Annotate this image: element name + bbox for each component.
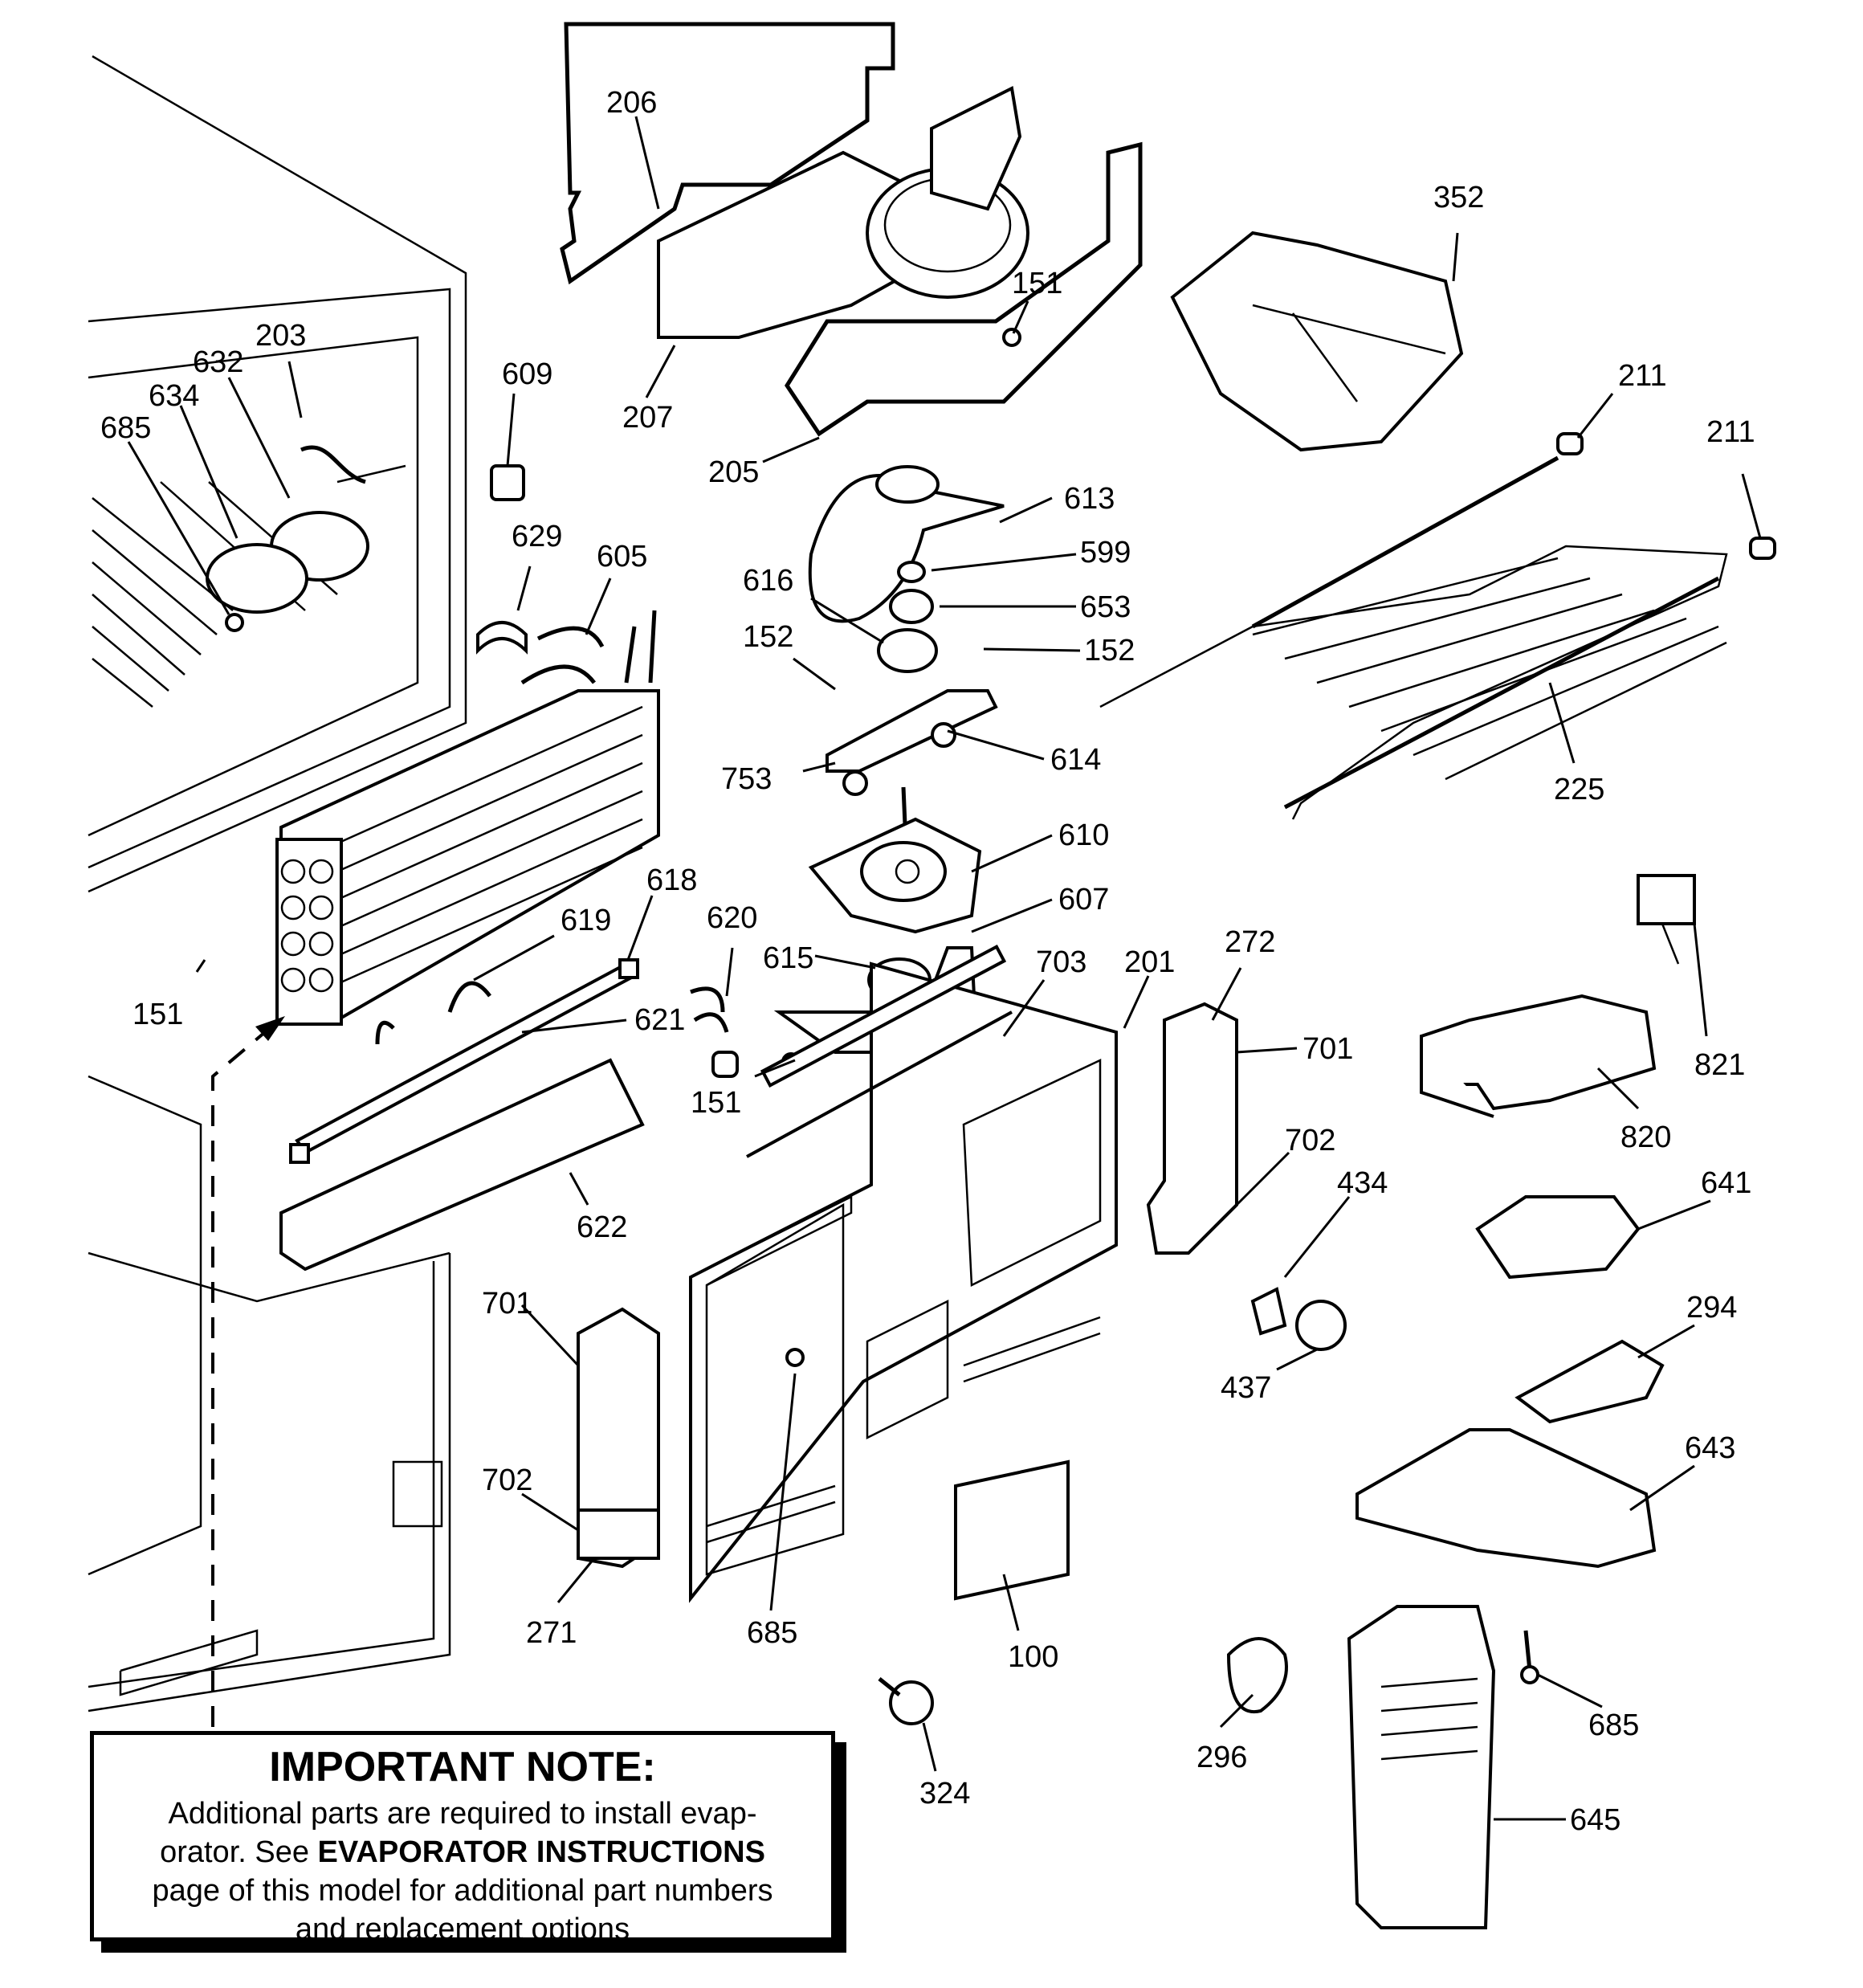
callout-820: 820 (1620, 1121, 1671, 1154)
callout-211: 211 (1706, 415, 1755, 449)
install-arrow (211, 1016, 285, 1727)
callout-605: 605 (597, 540, 647, 574)
callout-634: 634 (149, 379, 199, 413)
callout-151: 151 (132, 998, 183, 1031)
defrost-heater (279, 958, 645, 1272)
switch-and-tubes (476, 464, 605, 685)
callout-619: 619 (561, 904, 611, 937)
note-body: Additional parts are required to install… (94, 1794, 831, 1949)
ice-bucket (1170, 231, 1464, 452)
callout-151: 151 (1012, 267, 1062, 300)
callout-152: 152 (743, 620, 793, 654)
callout-753: 753 (721, 762, 772, 796)
callout-271: 271 (526, 1616, 577, 1650)
callout-434: 434 (1337, 1166, 1388, 1200)
callout-225: 225 (1554, 773, 1604, 806)
callout-614: 614 (1050, 743, 1101, 777)
callout-203: 203 (255, 319, 306, 353)
evaporator-cover (689, 945, 1118, 1603)
callout-621: 621 (634, 1003, 685, 1037)
note-title: IMPORTANT NOTE: (269, 1744, 656, 1790)
note-instructions-reference: EVAPORATOR INSTRUCTIONS (317, 1835, 765, 1869)
callout-labels: 206 207 205 151 352 211 211 609 203 632 … (100, 86, 1755, 1837)
callout-645: 645 (1570, 1803, 1620, 1837)
note-line-1: Additional parts are required to install… (168, 1797, 757, 1831)
wire-shelf (1099, 432, 1776, 820)
callout-599: 599 (1080, 536, 1131, 569)
callout-296: 296 (1196, 1741, 1247, 1774)
fan-shroud (560, 22, 1143, 437)
callout-821: 821 (1694, 1048, 1745, 1082)
callout-294: 294 (1686, 1291, 1737, 1325)
callout-685: 685 (100, 411, 151, 445)
callout-151: 151 (691, 1086, 741, 1120)
note-line-4: and replacement options (295, 1912, 630, 1946)
callout-613: 613 (1064, 482, 1115, 516)
callout-206: 206 (606, 86, 657, 120)
callout-615: 615 (763, 941, 813, 975)
callout-352: 352 (1433, 181, 1484, 214)
callout-205: 205 (708, 455, 759, 489)
callout-685: 685 (1588, 1708, 1639, 1742)
note-line-3: page of this model for additional part n… (152, 1874, 773, 1908)
callout-620: 620 (707, 901, 757, 935)
evaporator (275, 610, 660, 1026)
callout-618: 618 (646, 863, 697, 897)
callout-609: 609 (502, 357, 552, 391)
callout-701: 701 (1302, 1032, 1353, 1066)
leader-lines (127, 116, 1762, 1821)
callout-685: 685 (747, 1616, 797, 1650)
callout-201: 201 (1124, 945, 1175, 979)
callout-272: 272 (1225, 925, 1275, 959)
callout-437: 437 (1221, 1371, 1271, 1405)
important-note: IMPORTANT NOTE: Additional parts are req… (90, 1731, 835, 1946)
dispenser-parts (878, 1195, 1665, 1929)
ice-maker (1420, 874, 1696, 1118)
callout-616: 616 (743, 564, 793, 598)
callout-653: 653 (1080, 590, 1131, 624)
callout-610: 610 (1058, 818, 1109, 852)
callout-622: 622 (577, 1210, 627, 1244)
cabinet-components (206, 445, 369, 632)
callout-701: 701 (482, 1287, 532, 1321)
callout-643: 643 (1685, 1431, 1735, 1465)
callout-152: 152 (1084, 634, 1135, 667)
air-ducts (577, 1002, 1238, 1569)
callout-702: 702 (482, 1463, 532, 1497)
callout-607: 607 (1058, 883, 1109, 916)
note-line-2: orator. See EVAPORATOR INSTRUCTIONS (94, 1833, 831, 1872)
callout-211: 211 (1618, 359, 1667, 393)
callout-632: 632 (193, 345, 243, 379)
callout-703: 703 (1036, 945, 1086, 979)
callout-629: 629 (512, 520, 562, 553)
note-line-2-text: orator. See (160, 1835, 318, 1869)
callout-324: 324 (919, 1777, 970, 1810)
callout-207: 207 (622, 401, 673, 435)
callout-100: 100 (1008, 1640, 1058, 1674)
callout-641: 641 (1701, 1166, 1751, 1200)
callout-702: 702 (1285, 1124, 1335, 1157)
